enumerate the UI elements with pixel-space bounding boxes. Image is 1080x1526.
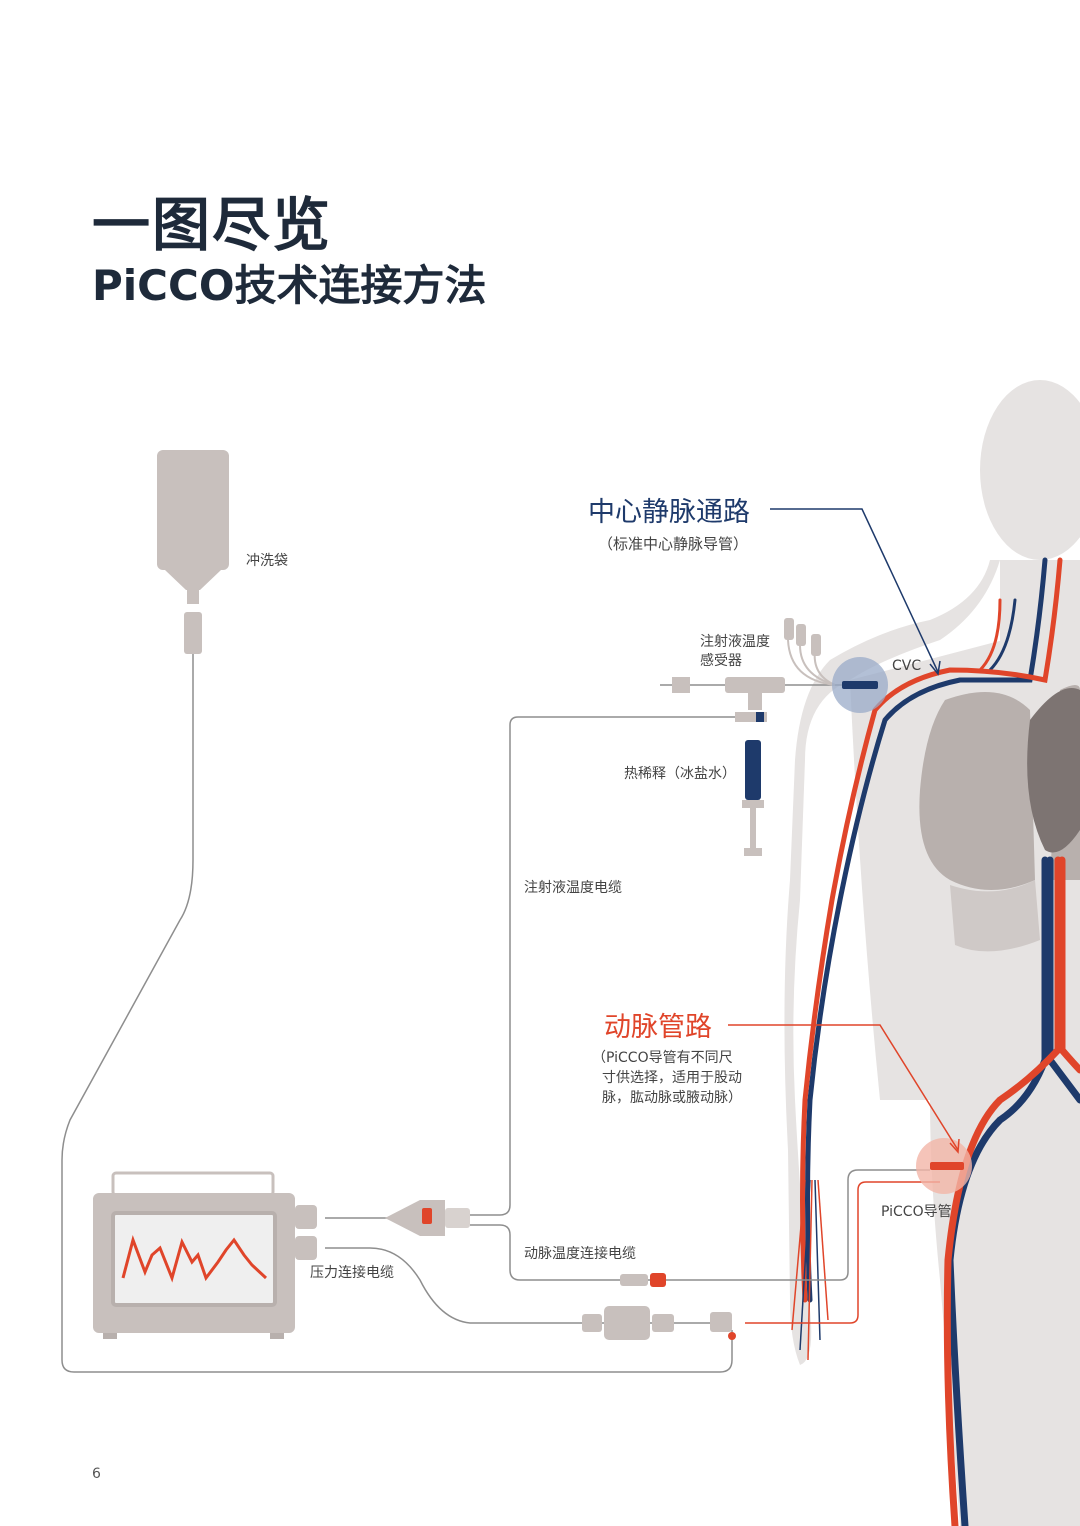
arterial-title: 动脉管路 — [604, 1012, 712, 1043]
central-venous-sub: （标准中心静脉导管） — [598, 535, 749, 553]
arteries — [800, 557, 1080, 1526]
flush-bag — [157, 450, 229, 654]
cvc-label: CVC — [892, 658, 922, 674]
cvc-stopcock — [672, 677, 785, 856]
leader-central-venous — [770, 508, 939, 673]
arterial-temp-connector — [620, 1273, 666, 1287]
cable-splitter — [385, 1200, 470, 1236]
central-venous-title: 中心静脉通路 — [588, 497, 750, 528]
arterial-note-line-1: （PiCCO导管有不同尺 — [592, 1050, 733, 1066]
arterial-line — [745, 1181, 940, 1324]
arterial-note-line-2: 寸供选择，适用于股动 — [602, 1070, 742, 1086]
thermodilution-label: 热稀释（冰盐水） — [624, 766, 736, 782]
arterial-note: （PiCCO导管有不同尺 寸供选择，适用于股动 脉，肱动脉或腋动脉） — [592, 1048, 742, 1108]
page-title: 一图尽览 — [92, 191, 333, 259]
picco-catheter-label: PiCCO导管 — [881, 1204, 952, 1220]
leader-arterial — [728, 1024, 959, 1151]
page-number: 6 — [92, 1466, 101, 1482]
sensor-plugs — [784, 618, 821, 656]
connection-lines — [61, 654, 930, 1373]
arterial-note-line-3: 脉，肱动脉或腋动脉） — [602, 1090, 742, 1106]
hand-vessels — [791, 1179, 829, 1361]
injectate-cable-label: 注射液温度电缆 — [524, 880, 622, 896]
picco-monitor — [93, 1171, 317, 1339]
injectate-sensor-label-2: 感受器 — [700, 653, 742, 669]
pressure-cable-label: 压力连接电缆 — [310, 1265, 394, 1281]
arterial-temp-cable-label: 动脉温度连接电缆 — [524, 1246, 636, 1262]
injectate-sensor-label-1: 注射液温度 — [700, 634, 770, 650]
pressure-transducer — [582, 1306, 736, 1340]
page-subtitle: PiCCO技术连接方法 — [92, 261, 487, 310]
flush-bag-label: 冲洗袋 — [246, 553, 288, 569]
heart — [1027, 688, 1080, 853]
